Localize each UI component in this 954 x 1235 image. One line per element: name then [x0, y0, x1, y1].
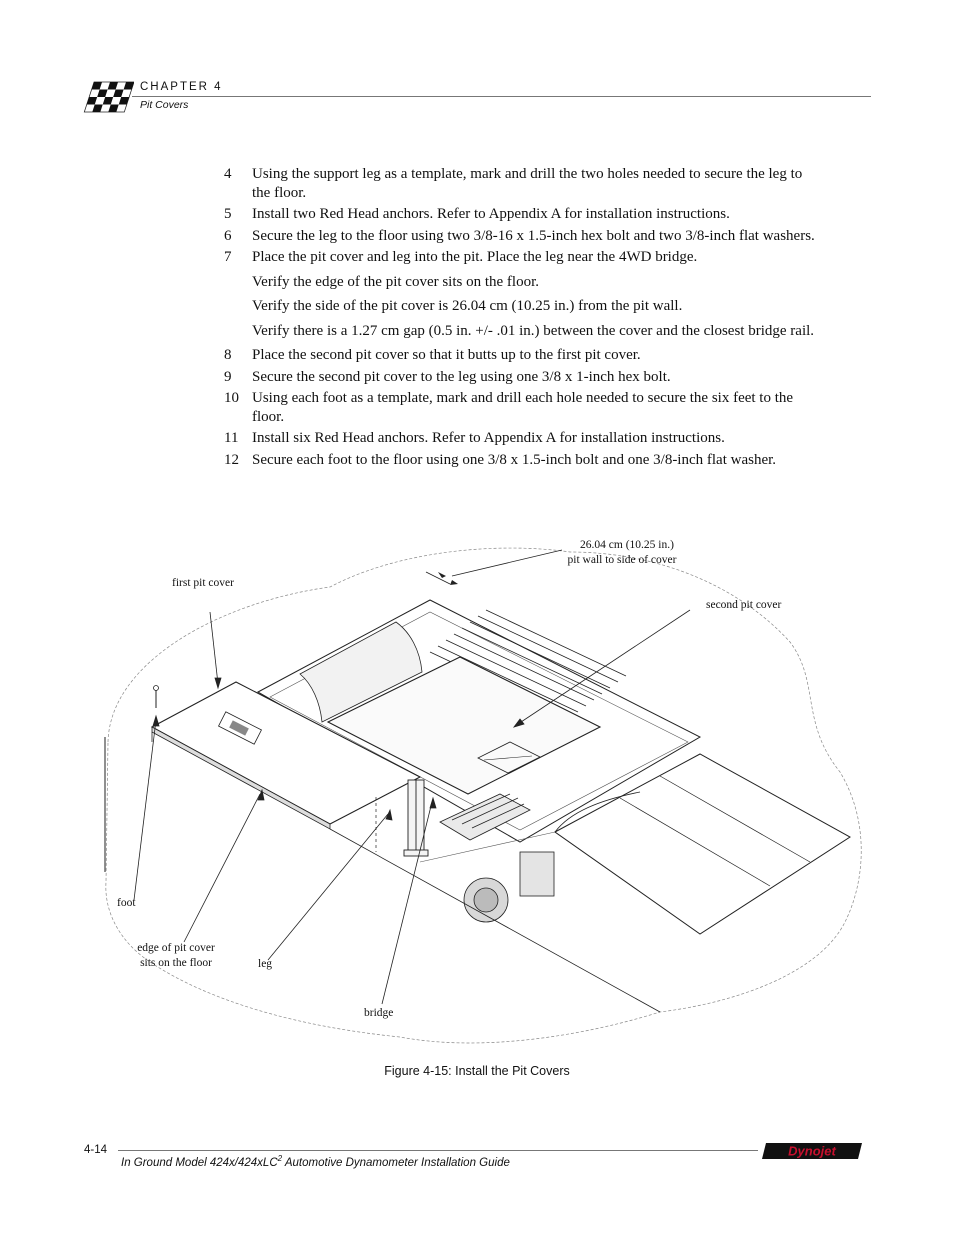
step-number: 12	[224, 451, 239, 468]
step-text: Install two Red Head anchors. Refer to A…	[252, 206, 730, 222]
step-number: 7	[224, 249, 232, 265]
measurement-label: 26.04 cm (10.25 in.) pit wall to side of…	[567, 539, 677, 566]
page-number: 4-14	[84, 1144, 108, 1156]
step-item: 6 Secure the leg to the floor using two 3…	[224, 227, 824, 246]
figure-caption: Figure 4-15: Install the Pit Covers	[384, 1064, 570, 1078]
step-text: Secure the leg to the floor using two 3/…	[252, 227, 815, 244]
step-item: 12 Secure each foot to the floor using on…	[224, 451, 824, 470]
pit-cover-illustration	[104, 547, 862, 1044]
step-text: Place the pit cover and leg into the pit…	[252, 249, 698, 265]
roller-drum	[299, 621, 423, 723]
step-item: 5 Install two Red Head anchors. Refer to …	[224, 205, 824, 224]
step-number: 6	[224, 227, 232, 244]
section-label: Pit Covers	[140, 99, 189, 111]
ramp-cover	[554, 753, 851, 935]
step-item: 7 Place the pit cover and leg into the pi…	[224, 248, 824, 267]
label-leg: leg	[258, 958, 273, 970]
checkered-flag-icon	[83, 81, 134, 113]
step-text: Secure each foot to the floor using one …	[252, 451, 777, 468]
step-item: 9 Secure the second pit cover to the leg …	[224, 368, 824, 387]
step-text: Secure the second pit cover to the leg u…	[252, 368, 671, 385]
step-item: 11 Install six Red Head anchors. Refer to…	[224, 429, 824, 448]
step-text: Using the support leg as a template, mar…	[252, 166, 803, 201]
step-item: 8 Place the second pit cover so that it b…	[224, 346, 824, 365]
step-text: Place the second pit cover so that it bu…	[252, 347, 641, 363]
step-text: Install six Red Head anchors. Refer to A…	[252, 430, 725, 446]
step-number: 5	[224, 206, 232, 222]
label-foot: foot	[117, 897, 136, 909]
step-number: 4	[224, 166, 232, 182]
dynojet-logo: Dynojet	[762, 1143, 862, 1159]
pit-area-outline	[105, 547, 862, 1044]
footer-rule	[118, 1150, 758, 1151]
header-rule	[132, 96, 871, 97]
step-number: 10	[224, 390, 239, 406]
label-first-pit-cover: first pit cover	[172, 577, 234, 589]
document-title: In Ground Model 424x/424xLC2 Automotive …	[121, 1154, 510, 1169]
bolt-hardware	[153, 685, 159, 708]
instruction-steps: 4 Using the support leg as a template, ma…	[224, 165, 824, 469]
support-leg	[403, 779, 429, 857]
step-detail: Verify the edge of the pit cover sits on…	[252, 273, 540, 290]
step-number: 9	[224, 368, 232, 385]
step-number: 11	[224, 430, 239, 446]
step-text: Using each foot as a template, mark and …	[252, 390, 794, 425]
second-pit-cover-shape	[326, 656, 602, 795]
step-number: 8	[224, 347, 232, 363]
pit-frame	[256, 599, 702, 843]
step-detail: Verify the side of the pit cover is 26.0…	[252, 298, 683, 314]
label-edge-of-pit-cover: edge of pit cover sits on the floor	[137, 942, 215, 969]
step-item: 4 Using the support leg as a template, ma…	[224, 165, 824, 202]
label-second-pit-cover: second pit cover	[706, 599, 782, 611]
dyno-mechanism	[439, 793, 555, 923]
logo-text: Dynojet	[788, 1144, 836, 1159]
chapter-label: CHAPTER 4	[140, 81, 223, 93]
step-item: 10 Using each foot as a template, mark an…	[224, 389, 824, 426]
label-bridge: bridge	[364, 1007, 394, 1019]
leader-lines	[133, 549, 691, 1005]
step-detail: Verify there is a 1.27 cm gap (0.5 in. +…	[252, 322, 815, 339]
